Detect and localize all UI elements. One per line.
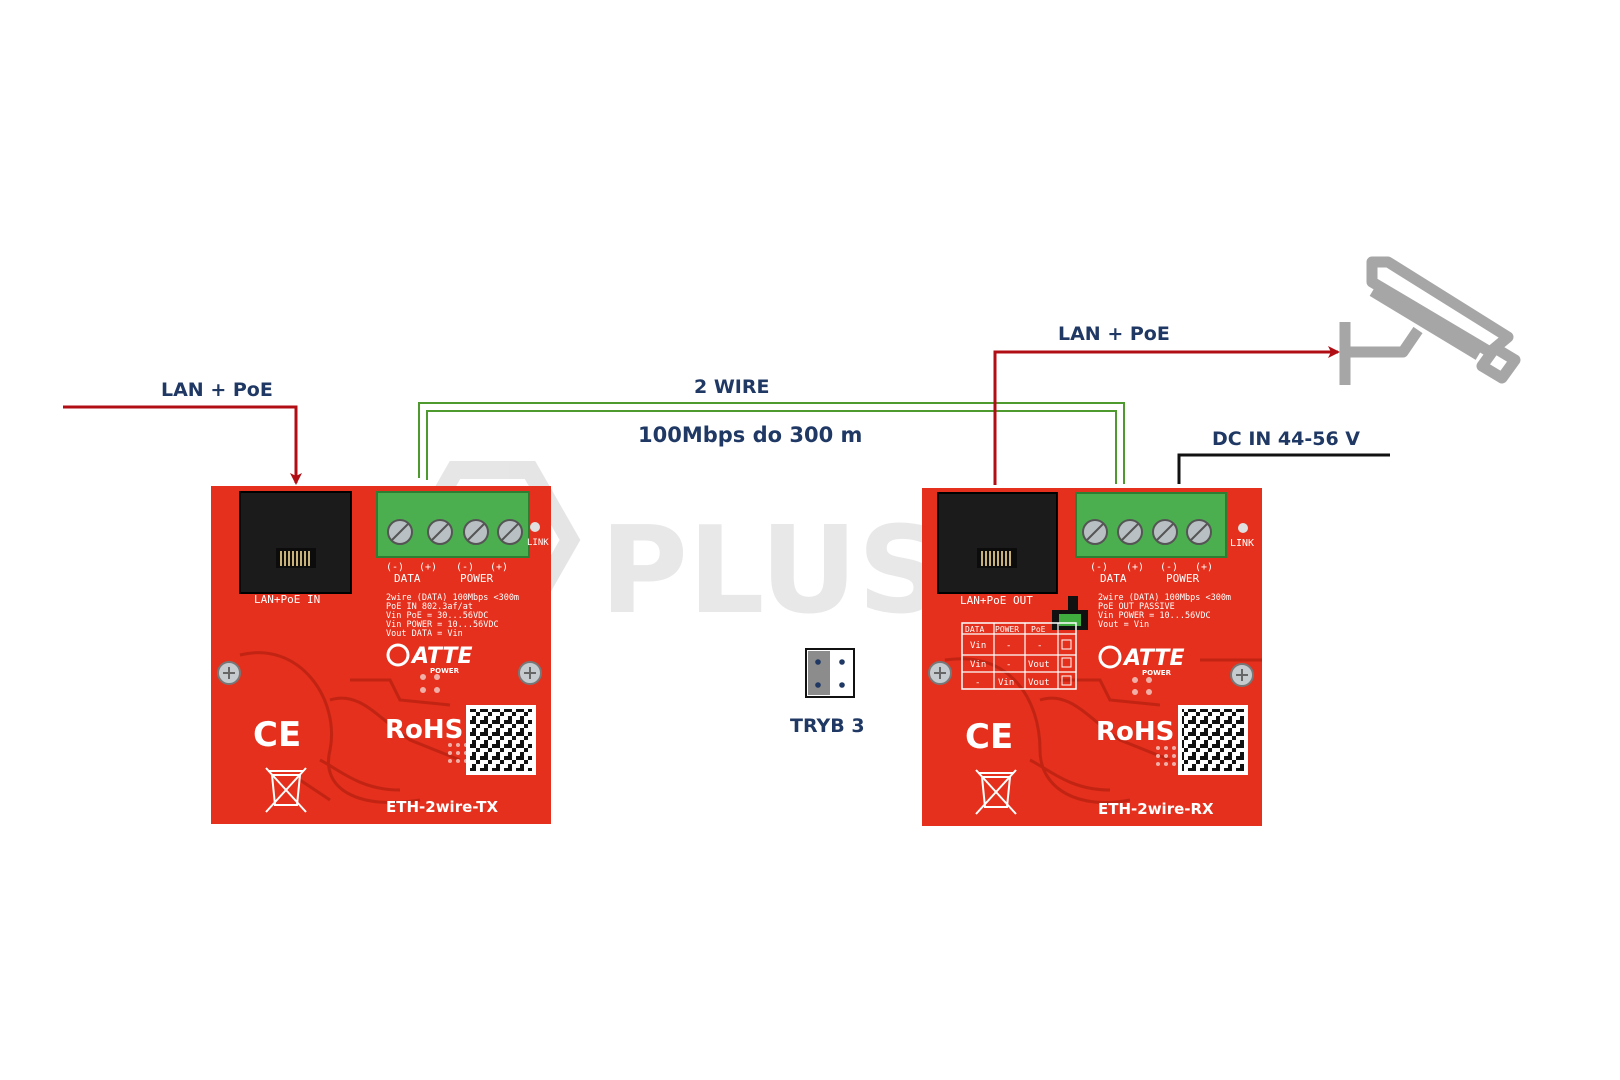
rx-terminal-screws[interactable]: [1082, 519, 1212, 545]
screw-icon: [1230, 663, 1254, 687]
rx-table-cell: -: [1006, 641, 1011, 651]
tx-link-led: [530, 522, 540, 532]
tx-atte-logo: ATTE POWER: [386, 643, 472, 675]
tx-traces: [239, 651, 461, 805]
lan-poe-left-label: LAN + PoE: [161, 379, 273, 401]
rx-power-label: POWER: [1166, 572, 1199, 585]
weee-bin-icon: [265, 767, 307, 813]
rx-table-cell: -: [1037, 641, 1042, 651]
cctv-camera-icon: [1339, 256, 1521, 385]
rx-brand-sub: POWER: [1142, 669, 1172, 677]
qr-code-icon: [1178, 705, 1248, 775]
speed-label: 100Mbps do 300 m: [638, 423, 862, 447]
tx-brand-sub: POWER: [430, 667, 460, 675]
screw-icon: [217, 661, 241, 685]
lan-poe-right-label: LAN + PoE: [1058, 323, 1170, 345]
rx-table-cell: Vin: [970, 660, 986, 670]
rx-traces: [944, 657, 1262, 805]
rx-ce-mark: CE: [965, 717, 1013, 757]
rx-spec-line: Vout = Vin: [1098, 620, 1149, 630]
rx-atte-logo: ATTE POWER: [1098, 645, 1184, 677]
tx-model-label: ETH-2wire-TX: [386, 798, 499, 816]
rx-table-header: PoE: [1031, 625, 1046, 634]
tx-rj45-jack[interactable]: [239, 491, 352, 594]
dc-in-line: [1177, 453, 1390, 484]
rx-table-cell: Vout: [1028, 678, 1050, 688]
tx-port-label: LAN+PoE IN: [254, 593, 320, 606]
rx-table-cell: Vin: [970, 641, 986, 651]
mode-label: TRYB 3: [790, 715, 865, 737]
tx-polarity-4: (+): [490, 562, 508, 573]
rx-board: LAN+PoE OUT (-) (+) (-) (+) DATA POWER L…: [922, 488, 1262, 826]
tx-terminal-screws[interactable]: [387, 519, 523, 545]
tx-spec-line: 2wire (DATA) 100Mbps <300m: [386, 593, 519, 603]
jumper-icon: [805, 648, 855, 698]
rx-table-cell: Vin: [998, 678, 1014, 688]
screw-icon: [928, 661, 952, 685]
rx-link-label: LINK: [1230, 538, 1254, 549]
tx-polarity-2: (+): [419, 562, 437, 573]
tx-spec-line: Vin PoE = 30...56VDC: [386, 611, 488, 621]
qr-code-icon: [466, 705, 536, 775]
rx-pads: [1132, 677, 1176, 766]
lan-poe-left-arrow: [63, 405, 302, 485]
tx-power-label: POWER: [460, 572, 493, 585]
dc-in-label: DC IN 44-56 V: [1212, 428, 1360, 450]
tx-link-label: LINK: [527, 538, 549, 548]
screw-icon: [518, 661, 542, 685]
rx-table-header: POWER: [995, 625, 1019, 634]
rx-polarity-1: (-): [1090, 562, 1108, 573]
rx-spec-line: 2wire (DATA) 100Mbps <300m: [1098, 593, 1231, 603]
tx-spec-line: Vin POWER = 10...56VDC: [386, 620, 499, 630]
rx-table-cell: -: [975, 678, 980, 688]
tx-polarity-3: (-): [456, 562, 474, 573]
rx-spec-lines: 2wire (DATA) 100Mbps <300m PoE OUT PASSI…: [1098, 593, 1231, 630]
rx-mode-table: DATA POWER PoE Vin - - Vin - Vout - Vin …: [961, 622, 1077, 690]
tx-spec-line: Vout DATA = Vin: [386, 629, 463, 639]
weee-bin-icon: [975, 769, 1017, 815]
tx-ce-mark: CE: [253, 715, 301, 755]
rx-spec-line: PoE OUT PASSIVE: [1098, 602, 1175, 612]
tx-spec-lines: 2wire (DATA) 100Mbps <300m PoE IN 802.3a…: [386, 593, 519, 639]
rx-spec-line: Vin POWER = 10...56VDC: [1098, 611, 1211, 621]
rx-model-label: ETH-2wire-RX: [1098, 800, 1214, 818]
rx-polarity-3: (-): [1160, 562, 1178, 573]
tx-data-label: DATA: [394, 572, 421, 585]
tx-rohs-mark: RoHS: [385, 715, 463, 745]
lan-poe-right-arrow: [993, 346, 1340, 485]
rx-table-cell: Vout: [1028, 660, 1050, 670]
tx-spec-line: PoE IN 802.3af/at: [386, 602, 473, 612]
two-wire-label: 2 WIRE: [694, 376, 769, 398]
rx-rohs-mark: RoHS: [1096, 717, 1174, 747]
rx-rj45-jack[interactable]: [937, 492, 1058, 594]
tx-polarity-1: (-): [386, 562, 404, 573]
rx-table-cell: -: [1006, 660, 1011, 670]
rx-port-label: LAN+PoE OUT: [960, 594, 1033, 607]
tx-board: LAN+PoE IN (-) (+) (-) (+) DATA POWER LI…: [211, 486, 551, 824]
rx-polarity-2: (+): [1126, 562, 1144, 573]
two-wire-pair: [418, 402, 1125, 484]
tx-brand: ATTE: [410, 644, 472, 669]
rx-data-label: DATA: [1100, 572, 1127, 585]
rx-brand: ATTE: [1122, 646, 1184, 671]
rx-table-header: DATA: [965, 625, 984, 634]
rx-link-led: [1238, 523, 1248, 533]
rx-polarity-4: (+): [1195, 562, 1213, 573]
